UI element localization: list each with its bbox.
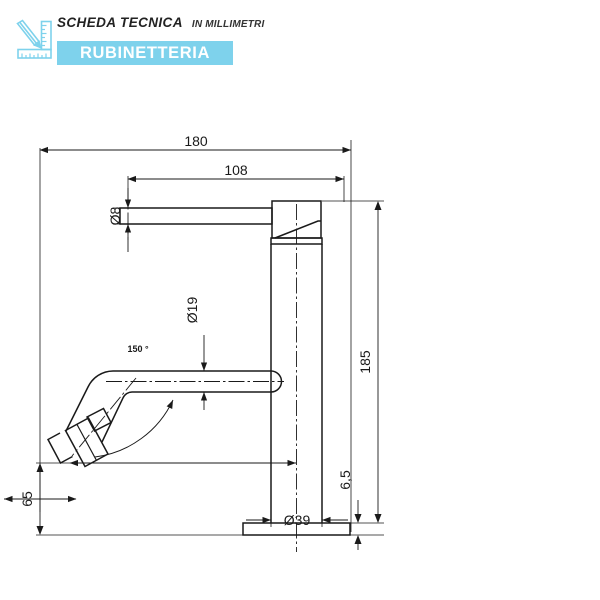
faucet-line-drawing: 180 108 Ø8 Ø19 150 ° 65 185 6,5 Ø39 <box>4 133 384 552</box>
dimension-label-body-height: 185 <box>357 350 373 374</box>
dimension-label-base-thickness: 6,5 <box>337 470 353 490</box>
category-banner: RUBINETTERIA <box>57 41 233 65</box>
centre-lines <box>71 188 297 552</box>
sheet-title-units: IN MILLIMETRI <box>191 19 265 30</box>
dimension-label-overall-width: 180 <box>184 133 208 149</box>
dimension-spout-angle <box>94 399 174 458</box>
dimension-body-height <box>374 201 382 523</box>
faucet-aerator <box>46 407 113 468</box>
dimension-spout-height-line <box>36 463 44 535</box>
dimension-base-thickness <box>354 500 362 550</box>
category-banner-label: RUBINETTERIA <box>79 44 211 62</box>
extension-lines <box>36 140 384 536</box>
dimension-label-spout-diameter: Ø19 <box>184 297 200 324</box>
dimension-label-base-diameter: Ø39 <box>284 512 311 528</box>
faucet-lever-handle <box>119 207 273 225</box>
sheet-title-main: SCHEDA TECNICA <box>57 15 183 30</box>
technical-sheet-header: SCHEDA TECNICA IN MILLIMETRI RUBINETTERIA <box>0 0 600 80</box>
dimension-label-spout-height: 65 <box>19 491 35 507</box>
pencil-ruler-icon <box>13 19 55 61</box>
technical-drawing: 180 108 Ø8 Ø19 150 ° 65 185 6,5 Ø39 <box>0 80 600 600</box>
dimension-label-lever-length: 108 <box>224 162 248 178</box>
dimension-label-spout-angle: 150 ° <box>127 344 149 354</box>
faucet-body-column <box>270 244 323 523</box>
dimension-label-lever-diameter: Ø8 <box>107 206 123 225</box>
sheet-title: SCHEDA TECNICA IN MILLIMETRI <box>57 14 264 32</box>
